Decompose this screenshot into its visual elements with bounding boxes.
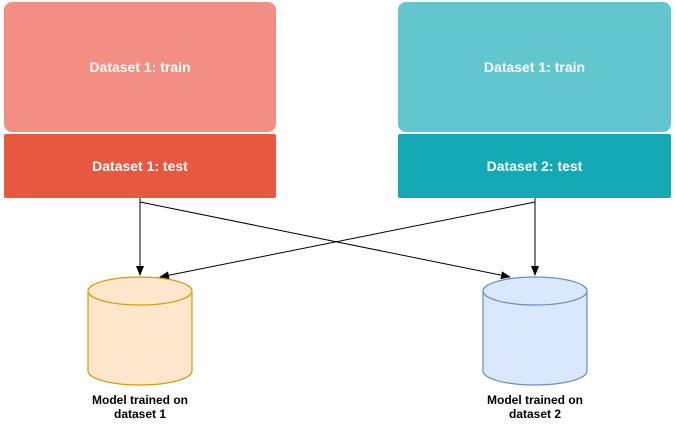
model-right-caption: Model trained on dataset 2: [470, 393, 600, 421]
model-right-caption-line1: Model trained on: [487, 393, 583, 407]
model-right-body: [482, 291, 588, 386]
arrow-left-to-right-model: [139, 201, 511, 280]
model-left-body: [87, 291, 193, 386]
right-test-block: Dataset 2: test: [398, 134, 671, 198]
right-test-label: Dataset 2: test: [486, 158, 583, 174]
left-test-block: Dataset 1: test: [4, 134, 276, 198]
model-right-cylinder: [482, 276, 588, 386]
left-test-label: Dataset 1: test: [92, 158, 188, 174]
right-train-label: Dataset 1: train: [483, 59, 586, 75]
left-train-label: Dataset 1: train: [89, 59, 191, 75]
model-right-top: [482, 276, 588, 306]
arrow-right-to-left-model: [159, 201, 536, 280]
model-right-caption-line2: dataset 2: [508, 407, 562, 421]
model-left-caption-line2: dataset 1: [113, 407, 167, 421]
right-train-block: Dataset 1: train: [398, 2, 671, 132]
model-left-cylinder: [87, 276, 193, 386]
model-left-top: [87, 276, 193, 306]
model-left-caption: Model trained on dataset 1: [75, 393, 205, 421]
model-left-caption-line1: Model trained on: [92, 393, 188, 407]
left-train-block: Dataset 1: train: [4, 2, 276, 132]
